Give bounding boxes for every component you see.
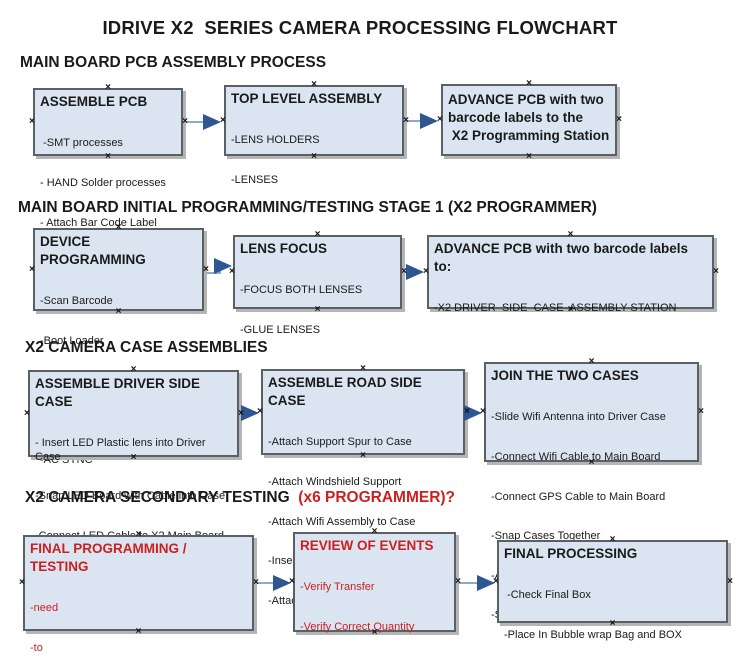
box-items: -LENS HOLDERS -LENSES: [231, 108, 397, 214]
box-title: FINAL PROGRAMMING / TESTING: [30, 541, 191, 574]
box-item: -Scan Barcode: [40, 295, 113, 308]
section-header-secondary-testing: X2 CAMERA SECONDARY TESTING (x6 PROGRAMM…: [25, 489, 455, 507]
section-header-pcb-assembly: MAIN BOARD PCB ASSEMBLY PROCESS: [20, 54, 327, 71]
connection-point-icon: ×: [616, 114, 622, 125]
box-item: -to: [30, 642, 43, 655]
box-title: ASSEMBLE ROAD SIDE CASE: [268, 375, 426, 408]
flow-box-final-programming-testing: FINAL PROGRAMMING / TESTING -need -to -k…: [19, 530, 259, 655]
box-item: - HAND Solder processes: [40, 177, 166, 190]
flow-box-lens-focus: LENS FOCUS -FOCUS BOTH LENSES -GLUE LENS…: [229, 230, 407, 337]
connection-point-icon: ×: [713, 266, 719, 277]
flow-box-assemble-pcb: ASSEMBLE PCB -SMT processes - HAND Solde…: [29, 83, 188, 229]
box-items: -Check Final Box -Place In Bubble wrap B…: [504, 563, 721, 662]
box-item: -need: [30, 602, 59, 615]
box-title: ASSEMBLE DRIVER SIDE CASE: [35, 376, 204, 409]
box-title: LENS FOCUS: [240, 241, 328, 256]
box-title: ASSEMBLE PCB: [40, 94, 148, 109]
box-item: - Insert LED Plastic lens into Driver Ca…: [35, 437, 209, 463]
flow-box-review-of-events: REVIEW OF EVENTS -Verify Transfer -Verif…: [289, 527, 461, 662]
connection-point-icon: ×: [182, 116, 188, 127]
box-title: REVIEW OF EVENTS: [300, 538, 434, 553]
box-item: -Slide Wifi Antenna into Driver Case: [491, 411, 666, 424]
box-item: -Place In Bubble wrap Bag and BOX: [504, 629, 682, 642]
flow-box-device-programming: DEVICE PROGRAMMING -Scan Barcode -Boot L…: [29, 223, 209, 466]
box-item: -Attach Support Spur to Case: [268, 436, 412, 449]
flow-box-assemble-driver-side-case: ASSEMBLE DRIVER SIDE CASE - Insert LED P…: [24, 365, 244, 582]
box-items: -FOCUS BOTH LENSES -GLUE LENSES: [240, 258, 395, 364]
box-item: -LENSES: [231, 174, 279, 187]
box-title: ADVANCE PCB with two barcode labels to:: [434, 241, 692, 274]
box-item: -Connect GPS Cable to Main Board: [491, 490, 666, 503]
box-item: -Snap LED Board with Cable into Case: [35, 490, 226, 503]
flow-box-advance-pcb-driver-side-station: ADVANCE PCB with two barcode labels to: …: [423, 230, 719, 315]
box-item: -X2 DRIVER SIDE CASE ASSEMBLY STATION: [434, 302, 677, 315]
section-header-red-part: (x6 PROGRAMMER)?: [298, 489, 456, 506]
connection-point-icon: ×: [401, 266, 407, 277]
box-item: -Attach Wifi Assembly to Case: [268, 515, 416, 528]
flow-box-final-processing: FINAL PROCESSING -Check Final Box -Place…: [493, 535, 733, 642]
box-items: -SMT processes - HAND Solder processes -…: [40, 111, 176, 256]
box-item: -Connect Wifi Cable to Main Board: [491, 451, 661, 464]
connection-point-icon: ×: [203, 263, 209, 275]
box-item: -Snap Cases Together: [491, 530, 601, 543]
flow-box-join-the-two-cases: JOIN THE TWO CASES -Slide Wifi Antenna i…: [480, 357, 704, 622]
flow-box-top-level-assembly: TOP LEVEL ASSEMBLY -LENS HOLDERS -LENSES…: [220, 80, 409, 187]
box-item: -SMT processes: [40, 137, 123, 150]
box-items: -Verify Transfer -Verify Correct Quantit…: [300, 555, 449, 662]
page-title: IDRIVE X2 SERIES CAMERA PROCESSING FLOWC…: [102, 17, 618, 38]
connection-point-icon: ×: [253, 577, 259, 588]
box-title: ADVANCE PCB with two barcode labels to t…: [448, 92, 610, 143]
box-items: -X2 DRIVER SIDE CASE ASSEMBLY STATION: [434, 276, 707, 342]
box-item: -Verify Transfer: [300, 581, 375, 594]
box-title: FINAL PROCESSING: [504, 546, 638, 561]
section-header-initial-programming: MAIN BOARD INITIAL PROGRAMMING/TESTING S…: [18, 199, 597, 216]
connection-point-icon: ×: [727, 575, 733, 587]
box-title: TOP LEVEL ASSEMBLY: [231, 91, 383, 106]
connection-point-icon: ×: [464, 406, 470, 417]
box-item: -FOCUS BOTH LENSES: [240, 284, 363, 297]
box-item: -Boot Loader: [40, 335, 104, 348]
flow-box-assemble-road-side-case: ASSEMBLE ROAD SIDE CASE -Attach Support …: [257, 364, 470, 607]
box-item: -Verify Quality of Video: [300, 661, 449, 662]
flow-box-advance-pcb-programming-station: ADVANCE PCB with two barcode labels to t…: [437, 79, 622, 162]
box-item: -Check Final Box: [504, 589, 591, 602]
box-title: DEVICE PROGRAMMING: [40, 234, 146, 267]
connection-point-icon: ×: [238, 407, 244, 419]
section-header-case-assemblies: X2 CAMERA CASE ASSEMBLIES: [25, 339, 268, 356]
box-item: -LENS HOLDERS: [231, 134, 320, 147]
connection-point-icon: ×: [403, 114, 409, 126]
connection-point-icon: ×: [698, 406, 704, 417]
box-items: -need -to -know -what -goes -here: [30, 576, 247, 662]
box-item: -Attach Windshield Support: [268, 476, 402, 489]
box-item: - Attach Bar Code Label: [40, 216, 157, 229]
section-header-black-part: X2 CAMERA SECONDARY TESTING: [25, 489, 299, 506]
box-item: -GLUE LENSES: [240, 324, 321, 337]
arrow-connector: [206, 258, 232, 274]
box-item: -Verify Correct Quantity: [300, 621, 415, 634]
box-title: JOIN THE TWO CASES: [491, 368, 639, 383]
